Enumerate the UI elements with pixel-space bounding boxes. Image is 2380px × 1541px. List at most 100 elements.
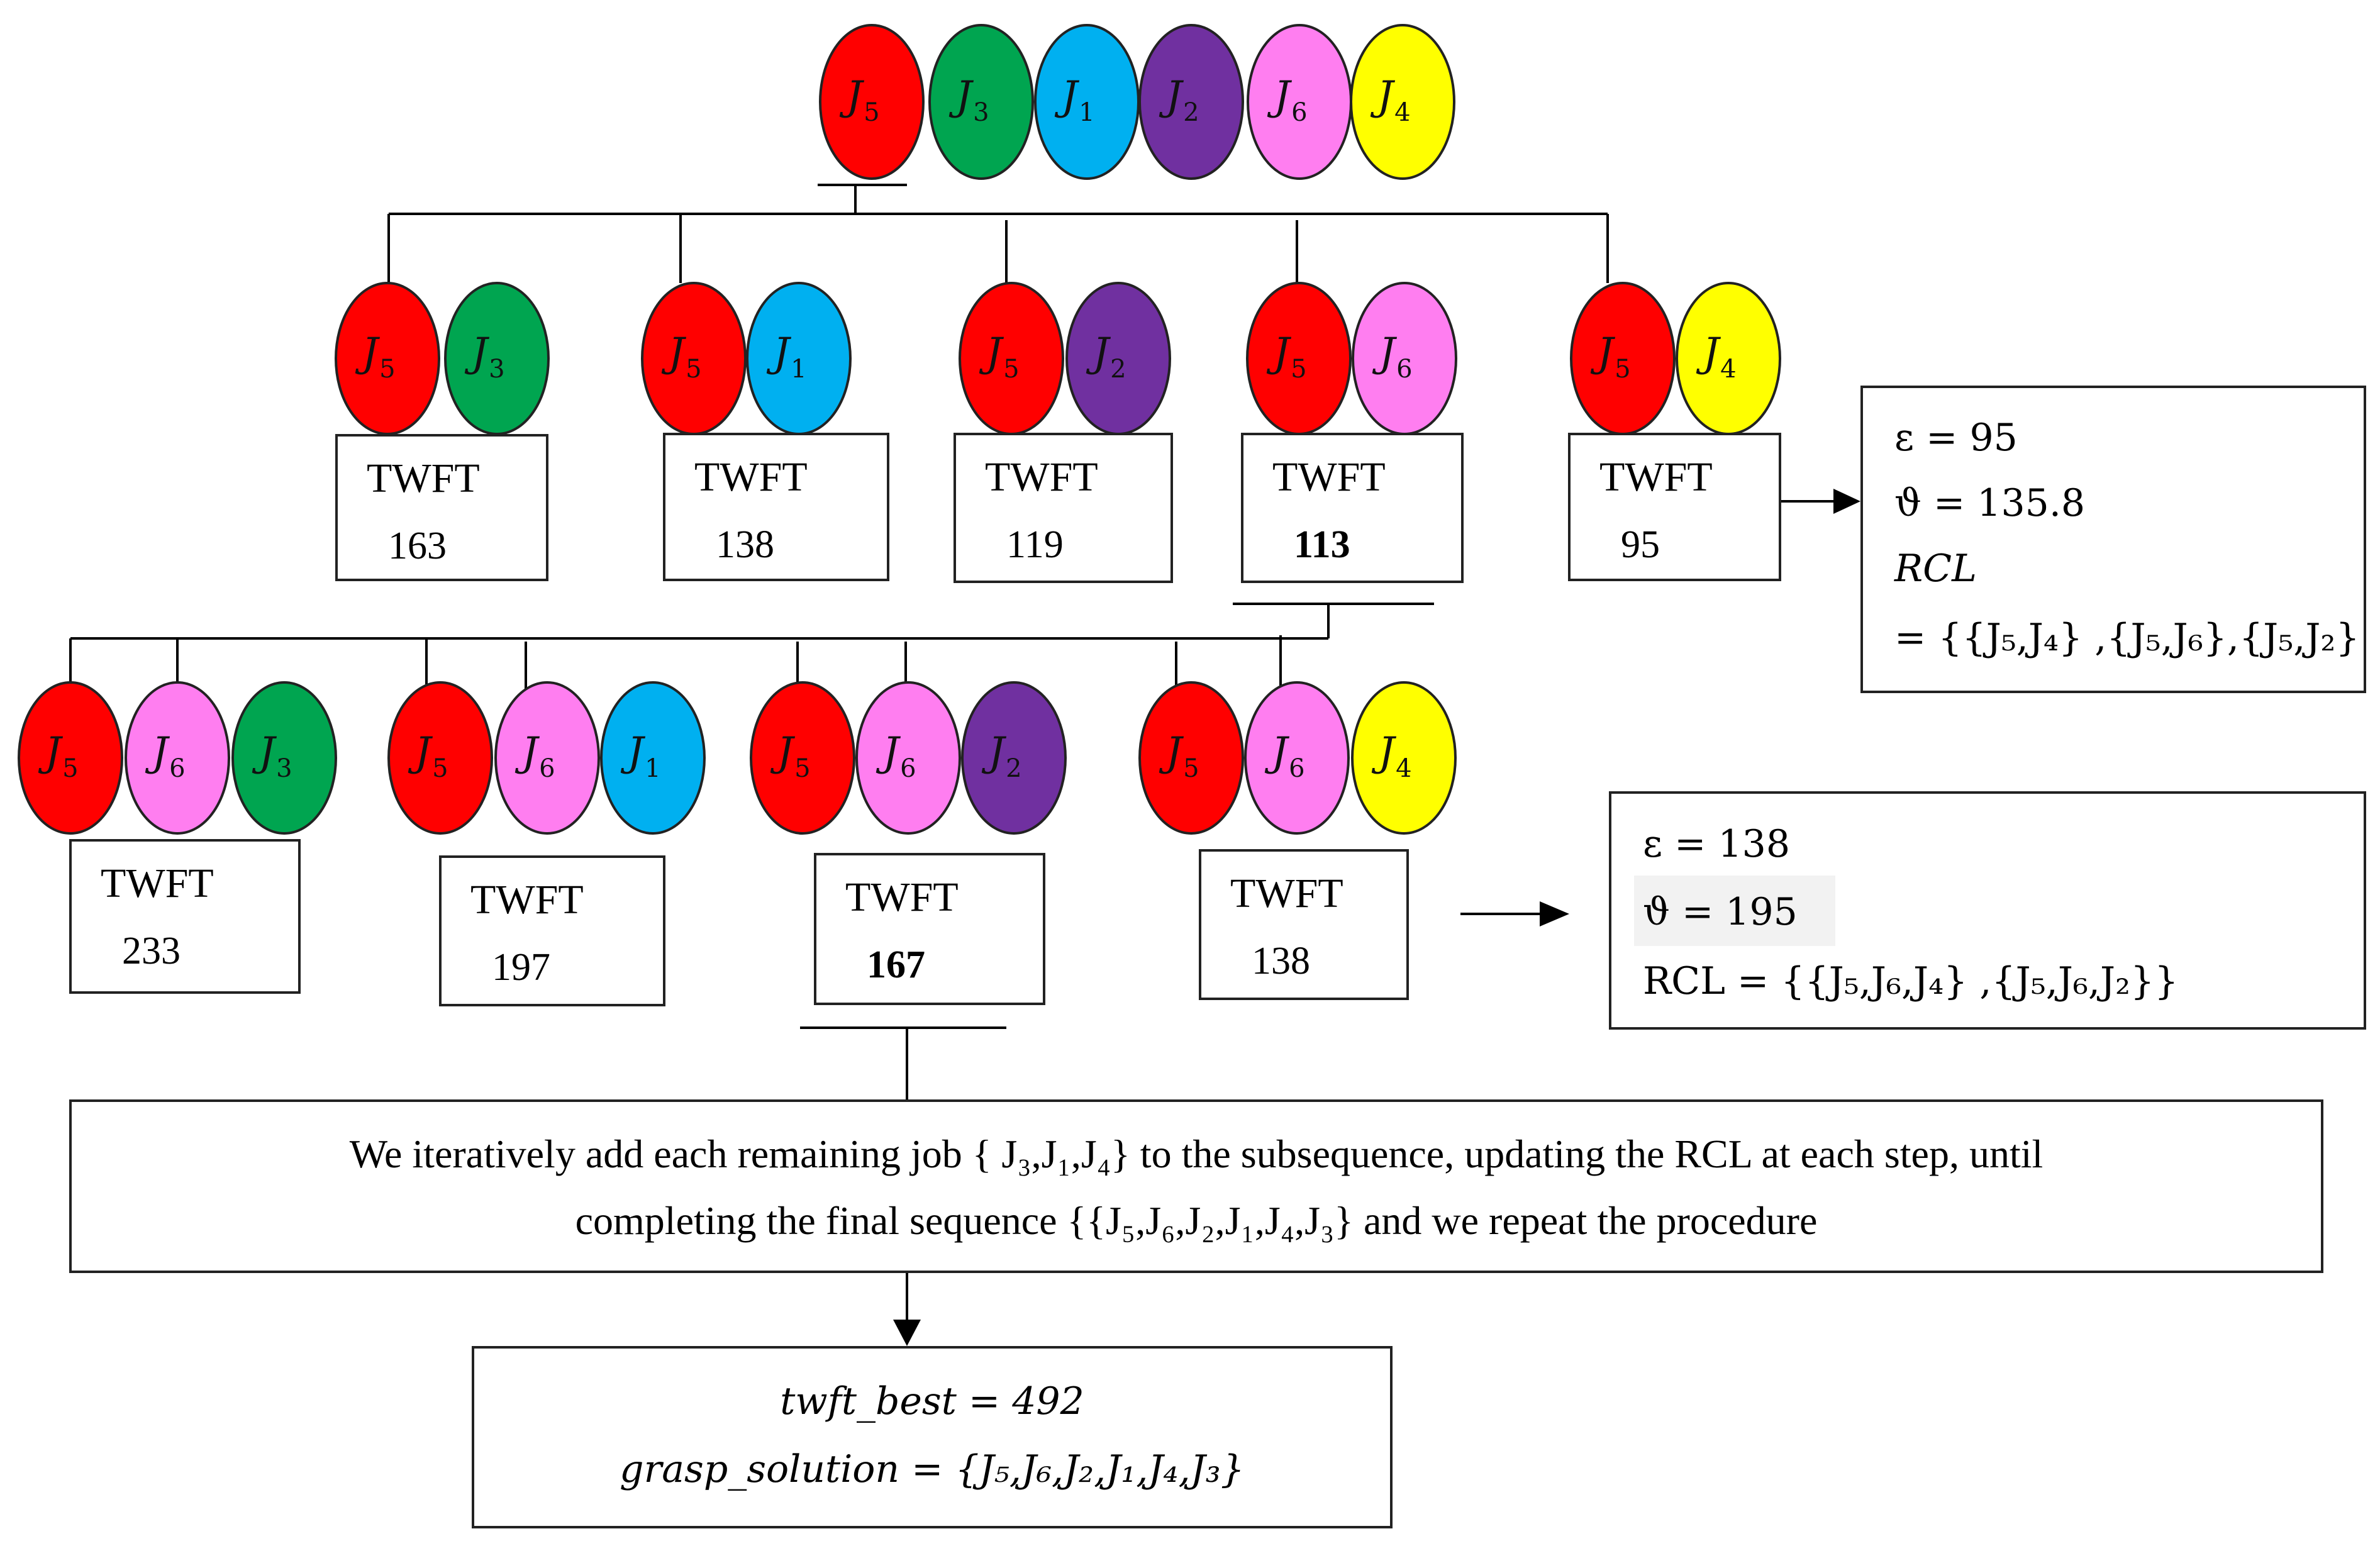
level2-twft-box: TWFT 167 bbox=[814, 853, 1045, 1005]
job-ellipse bbox=[1138, 24, 1244, 180]
job-label-sub: 4 bbox=[1720, 355, 1736, 384]
rcl1-theta: ϑ = 135.8 bbox=[1894, 481, 2085, 525]
job-label-sub: 5 bbox=[1003, 355, 1019, 384]
job-ellipse bbox=[1244, 681, 1350, 835]
job-node-j4: J4 bbox=[1350, 24, 1455, 180]
job-node-j3: J3 bbox=[444, 282, 550, 435]
job-label-sub: 5 bbox=[794, 754, 810, 783]
iteration-note-box: We iteratively add each remaining job { … bbox=[69, 1099, 2323, 1273]
job-ellipse bbox=[1351, 681, 1457, 835]
job-ellipse bbox=[600, 681, 706, 835]
job-node-j6: J6 bbox=[1244, 681, 1350, 835]
rcl2-theta: ϑ = 195 bbox=[1643, 890, 1798, 934]
job-label-sub: 3 bbox=[489, 355, 504, 384]
job-label-sub: 5 bbox=[1183, 754, 1199, 783]
grasp-solution-line: grasp_solution = {J₅,J₆,J₂,J₁,J₄,J₃} bbox=[620, 1447, 1245, 1491]
job-node-j4: J4 bbox=[1351, 681, 1457, 835]
rcl1-epsilon: ε = 95 bbox=[1894, 416, 2018, 460]
job-node-j1: J1 bbox=[600, 681, 706, 835]
job-ellipse bbox=[18, 681, 123, 835]
job-node-j6: J6 bbox=[494, 681, 600, 835]
twft-label: TWFT bbox=[367, 455, 480, 501]
job-label-sub: 2 bbox=[1183, 98, 1199, 127]
job-label-sub: 5 bbox=[62, 754, 78, 783]
job-label-sub: 6 bbox=[1289, 754, 1304, 783]
job-node-j4: J4 bbox=[1676, 282, 1781, 435]
job-label-sub: 5 bbox=[1291, 355, 1306, 384]
iteration-note-line2: completing the final sequence {{J₅,J₆,J₂… bbox=[576, 1198, 1818, 1243]
job-label-sub: 6 bbox=[900, 754, 916, 783]
job-node-j5: J5 bbox=[335, 282, 440, 435]
job-label-sub: 1 bbox=[645, 754, 660, 783]
job-ellipse bbox=[125, 681, 230, 835]
job-label-sub: 4 bbox=[1394, 98, 1410, 127]
job-node-j3: J3 bbox=[928, 24, 1034, 180]
rcl1-value: = {{J₅,J₄} ,{J₅,J₆},{J₅,J₂} bbox=[1894, 616, 2360, 660]
twft-label: TWFT bbox=[694, 454, 808, 500]
job-node-j5: J5 bbox=[18, 681, 123, 835]
job-node-j5: J5 bbox=[959, 282, 1064, 435]
twft-label: TWFT bbox=[470, 877, 584, 923]
job-node-j5: J5 bbox=[1138, 681, 1244, 835]
job-node-j2: J2 bbox=[1065, 282, 1171, 435]
job-node-j1: J1 bbox=[746, 282, 852, 435]
job-ellipse bbox=[494, 681, 600, 835]
job-node-j2: J2 bbox=[961, 681, 1067, 835]
rcl-box-1: ε = 95 ϑ = 135.8 RCL = {{J₅,J₄} ,{J₅,J₆}… bbox=[1860, 386, 2366, 693]
rcl1-label: RCL bbox=[1894, 547, 1977, 591]
job-node-j5: J5 bbox=[819, 24, 925, 180]
tree-connectors bbox=[69, 184, 1860, 1346]
twft-label: TWFT bbox=[845, 874, 959, 920]
job-node-j5: J5 bbox=[641, 282, 747, 435]
job-node-j2: J2 bbox=[1138, 24, 1244, 180]
rcl2-value: RCL = {{J₅,J₆,J₄} ,{J₅,J₆,J₂}} bbox=[1643, 959, 2178, 1003]
job-label-sub: 3 bbox=[973, 98, 989, 127]
job-label-sub: 6 bbox=[539, 754, 555, 783]
job-node-j3: J3 bbox=[231, 681, 337, 835]
job-node-j5: J5 bbox=[387, 681, 493, 835]
rcl2-epsilon: ε = 138 bbox=[1643, 822, 1790, 866]
job-label-sub: 4 bbox=[1396, 754, 1411, 783]
twft-value: 95 bbox=[1621, 523, 1660, 566]
job-label-sub: 1 bbox=[1079, 98, 1094, 127]
twft-label: TWFT bbox=[1272, 454, 1386, 500]
job-ellipse bbox=[750, 681, 855, 835]
twft-best-line: twft_best = 492 bbox=[780, 1379, 1084, 1423]
job-label-sub: 1 bbox=[791, 355, 806, 384]
twft-value: 233 bbox=[122, 930, 181, 972]
twft-value: 167 bbox=[867, 943, 925, 986]
level1-twft-box: TWFT 138 bbox=[663, 433, 889, 581]
twft-label: TWFT bbox=[1230, 871, 1343, 916]
job-node-j6: J6 bbox=[1247, 24, 1352, 180]
twft-value: 113 bbox=[1294, 523, 1350, 566]
job-label-sub: 5 bbox=[686, 355, 701, 384]
job-ellipse bbox=[1138, 681, 1244, 835]
job-ellipse bbox=[928, 24, 1034, 180]
job-label-sub: 5 bbox=[432, 754, 448, 783]
job-node-j6: J6 bbox=[855, 681, 961, 835]
level1-twft-box: TWFT 113 bbox=[1241, 433, 1464, 583]
job-label-sub: 6 bbox=[1396, 355, 1412, 384]
job-ellipse bbox=[1350, 24, 1455, 180]
job-node-j6: J6 bbox=[1352, 282, 1457, 435]
rcl-box-2: ε = 138 ϑ = 195 RCL = {{J₅,J₆,J₄} ,{J₅,J… bbox=[1609, 791, 2366, 1030]
job-node-j5: J5 bbox=[1570, 282, 1676, 435]
job-ellipse bbox=[231, 681, 337, 835]
job-label-sub: 5 bbox=[379, 355, 395, 384]
job-node-j5: J5 bbox=[1246, 282, 1352, 435]
job-label-sub: 6 bbox=[1291, 98, 1307, 127]
twft-value: 138 bbox=[716, 523, 774, 566]
